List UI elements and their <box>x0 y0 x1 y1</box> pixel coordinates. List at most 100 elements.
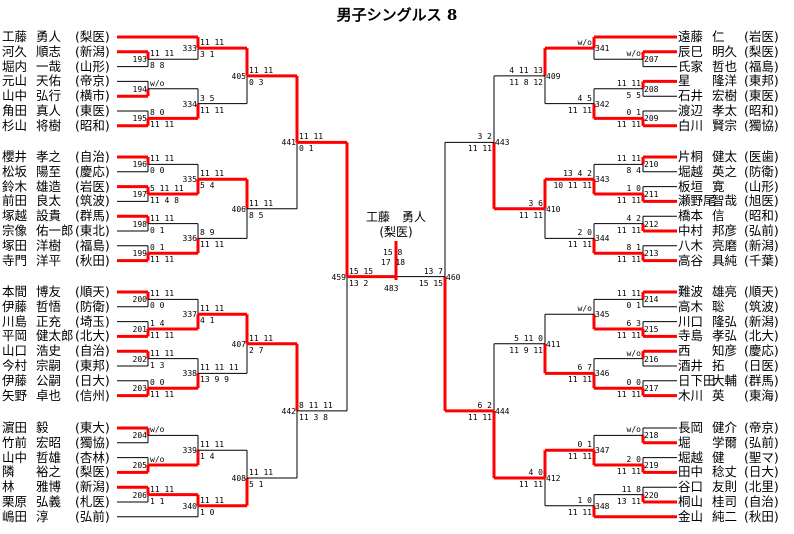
player-school: (防衛) <box>744 163 779 179</box>
player-given-name: 邦彦 <box>712 223 738 238</box>
match-number: 195 <box>132 114 147 124</box>
match-score-top: 4 5 <box>577 93 592 103</box>
player-school: (群馬) <box>75 208 110 224</box>
match-score-top: 0 1 <box>577 440 592 450</box>
match-number: 333 <box>182 44 197 54</box>
player-family-name: 渡辺 <box>678 103 704 118</box>
player-given-name: 桂司 <box>712 494 738 509</box>
player-given-name: 純二 <box>712 508 738 524</box>
match-number: 212 <box>644 219 659 229</box>
match-number: 338 <box>182 369 197 379</box>
match-number: 194 <box>132 84 147 94</box>
player-given-name: 宗嗣 <box>36 358 62 373</box>
player-family-name: 塚田 <box>2 237 28 253</box>
player-given-name: 毅 <box>36 420 49 435</box>
match-number: 341 <box>595 44 610 54</box>
match-score-top: 6 2 <box>477 400 492 410</box>
match-score-bottom: 1 4 <box>200 452 215 462</box>
match-number: 405 <box>231 71 246 81</box>
match-number: 220 <box>644 490 659 500</box>
match-score-bottom: 11 11 <box>518 479 543 489</box>
player-family-name: 本間 <box>2 284 28 299</box>
match-score-top: 1 0 <box>577 495 592 505</box>
match-score-bottom: 5 5 <box>626 90 641 100</box>
player-family-name: 白川 <box>678 117 704 133</box>
player-given-name: 良太 <box>36 193 62 209</box>
player-given-name: 英 <box>712 387 725 403</box>
match-score-bottom: 11 11 <box>150 255 175 265</box>
match-score-bottom: 13 9 9 <box>200 375 229 385</box>
champion-school: (梨医) <box>379 225 413 239</box>
player-given-name: 信 <box>712 208 725 224</box>
match-score-bottom: 11 11 <box>150 331 175 340</box>
player-school: (旭医) <box>744 193 779 209</box>
match-score-top: 11 11 <box>616 78 641 88</box>
player-given-name: 大輔 <box>712 372 738 388</box>
player-given-name: 宏樹 <box>712 88 738 104</box>
player-school: (順天) <box>75 284 110 299</box>
match-score-bottom: 8 4 <box>626 166 641 176</box>
player-family-name: 工藤 <box>2 29 28 44</box>
player-school: (新潟) <box>744 237 779 253</box>
match-score-top: 11 11 <box>299 132 324 142</box>
match-score-bottom: 1 1 <box>150 496 165 506</box>
player-given-name: 哲也 <box>712 58 738 74</box>
match-number: 209 <box>644 114 659 124</box>
player-family-name: 杉山 <box>2 117 28 133</box>
match-score-bottom: 11 8 12 <box>509 77 543 87</box>
player-school: (防衛) <box>75 298 110 314</box>
player-school: (筑波) <box>744 298 779 314</box>
player-given-name: 健太郎 <box>36 328 74 344</box>
player-school: (岩医) <box>75 178 110 194</box>
match-score-bottom: 11 11 <box>616 331 641 340</box>
player-school: (岩医) <box>744 29 779 44</box>
player-given-name: 孝弘 <box>712 328 738 344</box>
match-score-top: 8 9 <box>200 228 215 238</box>
player-family-name: 竹前 <box>2 434 28 450</box>
match-score-top: 6 3 <box>626 319 641 328</box>
match-number: 342 <box>595 99 610 109</box>
match-number: 347 <box>595 446 610 456</box>
match-number: 483 <box>384 284 399 293</box>
player-given-name: 雄亮 <box>712 284 738 299</box>
player-given-name: 亮磨 <box>712 237 738 253</box>
match-score-top: 11 11 <box>200 38 225 48</box>
player-family-name: 伊藤 <box>2 372 28 388</box>
match-score-top: 4 11 13 <box>509 65 543 75</box>
match-score-bottom: 11 11 <box>616 120 641 130</box>
player-family-name: 嶋田 <box>2 508 28 524</box>
player-school: (札医) <box>75 494 110 509</box>
match-score-top: 5 11 11 <box>150 184 184 193</box>
final-score-bottom: 17 18 <box>381 258 406 267</box>
player-given-name: 洋平 <box>36 252 62 268</box>
match-score-bottom: 5 4 <box>200 181 215 191</box>
match-score-top: 11 11 <box>249 65 274 75</box>
player-given-name: 英之 <box>712 163 738 179</box>
match-score-bottom: 11 11 <box>467 412 492 422</box>
match-score-top: 11 11 <box>616 154 641 164</box>
player-given-name: 真人 <box>36 103 62 118</box>
match-number: 442 <box>281 406 296 416</box>
player-given-name: 勇人 <box>36 29 62 44</box>
player-family-name: 氏家 <box>678 58 704 74</box>
match-score-bottom: 0 3 <box>249 77 264 87</box>
player-family-name: 山口 <box>2 343 28 359</box>
player-family-name: 川島 <box>2 313 28 329</box>
player-given-name: 公嗣 <box>36 372 62 388</box>
match-score-top: 11 11 <box>200 304 225 314</box>
player-school: (梨医) <box>75 29 110 44</box>
match-score-bottom: 0 1 <box>299 144 314 154</box>
player-school: (自治) <box>744 494 779 509</box>
player-school: (秋田) <box>75 252 110 268</box>
match-score-bottom: 8 5 <box>249 210 264 220</box>
match-number: 207 <box>644 55 659 65</box>
player-family-name: 片桐 <box>678 149 704 164</box>
match-number: 407 <box>231 339 246 349</box>
match-score-top: 11 11 <box>150 289 175 299</box>
match-score-top: 15 15 <box>349 266 374 276</box>
player-school: (秋田) <box>744 508 779 524</box>
player-school: (昭和) <box>75 117 110 133</box>
match-score-bottom: 11 11 <box>616 467 641 476</box>
player-family-name: 河久 <box>2 43 28 59</box>
